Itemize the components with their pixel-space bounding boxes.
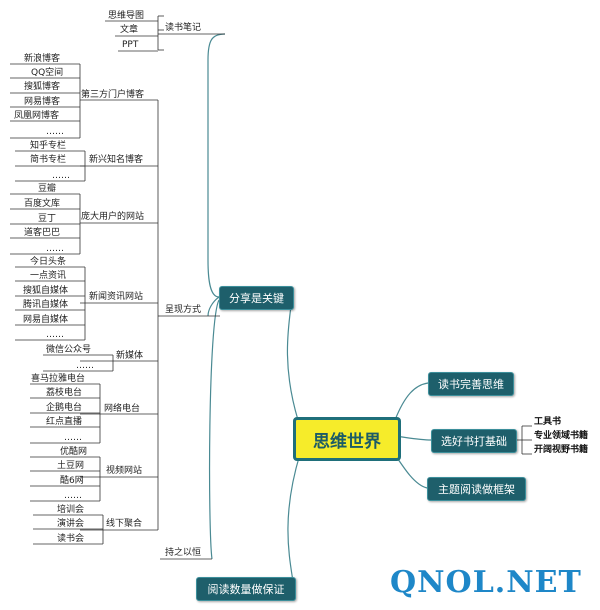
curve-center-quantity: [287, 453, 301, 589]
list-item[interactable]: 优酷网: [60, 447, 88, 457]
list-item[interactable]: ……: [46, 244, 64, 254]
list-item[interactable]: 简书专栏: [30, 155, 67, 165]
list-item[interactable]: 喜马拉雅电台: [31, 374, 86, 384]
group-video-sites[interactable]: 视频网站: [106, 466, 143, 476]
topic-share[interactable]: 分享是关键: [219, 286, 294, 310]
list-item[interactable]: ……: [52, 171, 70, 181]
list-item[interactable]: 今日头条: [30, 257, 67, 267]
list-item[interactable]: ……: [64, 491, 82, 501]
list-item[interactable]: 道客巴巴: [24, 228, 61, 238]
list-item[interactable]: 网易自媒体: [23, 315, 69, 325]
list-item[interactable]: 网易博客: [24, 97, 61, 107]
topic-theme-reading[interactable]: 主题阅读做框架: [427, 477, 526, 501]
list-item[interactable]: 知乎专栏: [30, 141, 67, 151]
list-item[interactable]: 一点资讯: [30, 271, 67, 281]
list-item[interactable]: 搜狐自媒体: [23, 286, 69, 296]
curve-center-share: [286, 296, 299, 421]
list-item[interactable]: 演讲会: [57, 519, 85, 529]
group-large-sites[interactable]: 庞大用户的网站: [81, 212, 145, 222]
list-item[interactable]: 百度文库: [24, 199, 61, 209]
list-item[interactable]: ……: [46, 127, 64, 137]
note-item-mindmap[interactable]: 思维导图: [108, 11, 145, 21]
curve-share-notes: [207, 33, 226, 298]
book-type-professional[interactable]: 专业领域书籍: [534, 431, 589, 441]
central-topic[interactable]: 思维世界: [293, 417, 401, 461]
branch-persistence[interactable]: 持之以恒: [165, 548, 202, 558]
book-type-tool[interactable]: 工具书: [534, 417, 562, 427]
list-item[interactable]: 培训会: [57, 505, 85, 515]
list-item[interactable]: 企鹅电台: [46, 403, 83, 413]
topic-good-books[interactable]: 选好书打基础: [431, 429, 517, 453]
group-offline[interactable]: 线下聚合: [106, 519, 143, 529]
curve-share-persist: [208, 299, 220, 560]
list-item[interactable]: 红点直播: [46, 417, 83, 427]
topic-quantity[interactable]: 阅读数量做保证: [196, 577, 296, 601]
group-new-media[interactable]: 新媒体: [116, 351, 144, 361]
branch-presentation[interactable]: 呈现方式: [165, 305, 202, 315]
group-web-radio[interactable]: 网络电台: [104, 404, 141, 414]
book-type-horizon[interactable]: 开阔视野书籍: [534, 445, 589, 455]
list-item[interactable]: 豆丁: [38, 214, 57, 224]
group-emerging-blogs[interactable]: 新兴知名博客: [89, 155, 144, 165]
list-item[interactable]: QQ空间: [31, 68, 64, 78]
note-item-ppt[interactable]: PPT: [122, 40, 139, 50]
note-item-article[interactable]: 文章: [120, 25, 139, 35]
group-portal-blogs[interactable]: 第三方门户博客: [81, 90, 145, 100]
watermark-logo: QNOL.NET: [390, 565, 582, 600]
topic-read-thinking[interactable]: 读书完善思维: [428, 372, 514, 396]
list-item[interactable]: 读书会: [57, 534, 85, 544]
list-item[interactable]: 豆瓣: [38, 184, 57, 194]
list-item[interactable]: 微信公众号: [46, 345, 92, 355]
branch-reading-notes[interactable]: 读书笔记: [165, 23, 202, 33]
list-item[interactable]: 新浪博客: [24, 54, 61, 64]
curve-center-read: [394, 382, 429, 421]
list-item[interactable]: ……: [76, 361, 94, 371]
list-item[interactable]: 荔枝电台: [46, 388, 83, 398]
list-item[interactable]: 酷6网: [60, 476, 84, 486]
list-item[interactable]: 土豆网: [57, 461, 85, 471]
list-item[interactable]: 腾讯自媒体: [23, 300, 69, 310]
group-news-sites[interactable]: 新闻资讯网站: [89, 292, 144, 302]
list-item[interactable]: 搜狐博客: [24, 82, 61, 92]
list-item[interactable]: ……: [46, 330, 64, 340]
list-item[interactable]: ……: [64, 433, 82, 443]
list-item[interactable]: 凤凰网博客: [14, 111, 60, 121]
curve-share-forms: [207, 296, 220, 317]
